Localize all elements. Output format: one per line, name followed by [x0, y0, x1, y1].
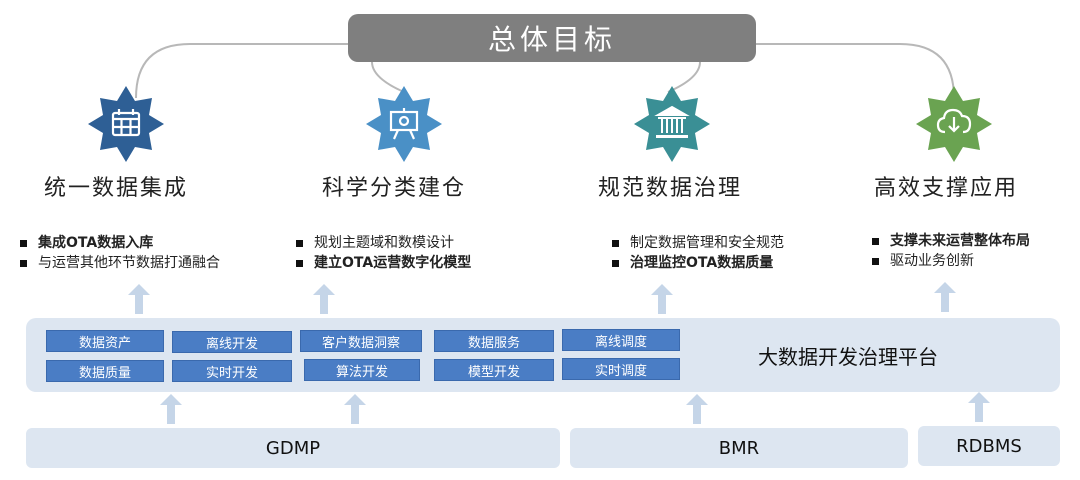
base-rdbms: RDBMS — [918, 426, 1060, 466]
goal-title: 总体目标 — [348, 14, 756, 62]
module-data-assets: 数据资产 — [46, 330, 164, 352]
module-realtime-dev: 实时开发 — [172, 360, 292, 382]
module-data-service: 数据服务 — [434, 330, 554, 352]
list-item: 支撑未来运营整体布局 — [872, 231, 1030, 251]
up-arrow-icon — [344, 394, 366, 424]
up-arrow-icon — [686, 394, 708, 424]
list-item: 与运营其他环节数据打通融合 — [20, 253, 220, 273]
up-arrow-icon — [651, 284, 673, 314]
pillar-3-badge — [634, 86, 710, 162]
pillar-1-title: 统一数据集成 — [44, 176, 189, 201]
pillar-4-bullets: 支撑未来运营整体布局 驱动业务创新 — [872, 231, 1030, 271]
pillar-2-badge — [366, 86, 442, 162]
up-arrow-icon — [313, 284, 335, 314]
up-arrow-icon — [968, 392, 990, 422]
pillar-4-title: 高效支撑应用 — [874, 176, 1019, 201]
module-data-quality: 数据质量 — [46, 360, 164, 382]
up-arrow-icon — [128, 284, 150, 314]
list-item: 建立OTA运营数字化模型 — [296, 253, 471, 273]
module-algorithm-dev: 算法开发 — [304, 359, 420, 381]
list-item: 治理监控OTA数据质量 — [612, 253, 784, 273]
list-item: 制定数据管理和安全规范 — [612, 233, 784, 253]
calendar-icon — [111, 109, 141, 137]
cloud-download-icon — [936, 108, 972, 134]
platform-name: 大数据开发治理平台 — [758, 345, 938, 369]
presentation-board-icon — [389, 108, 419, 140]
module-offline-dev: 离线开发 — [172, 331, 292, 353]
base-bmr: BMR — [570, 428, 908, 468]
up-arrow-icon — [934, 282, 956, 312]
pillar-4-badge — [916, 86, 992, 162]
list-item: 驱动业务创新 — [872, 251, 1030, 271]
pillar-1-badge — [88, 86, 164, 162]
module-offline-schedule: 离线调度 — [562, 329, 680, 351]
pillar-3-bullets: 制定数据管理和安全规范 治理监控OTA数据质量 — [612, 233, 784, 273]
module-realtime-schedule: 实时调度 — [562, 358, 680, 380]
list-item: 规划主题域和数模设计 — [296, 233, 471, 253]
pillar-1-bullets: 集成OTA数据入库 与运营其他环节数据打通融合 — [20, 233, 220, 273]
module-model-dev: 模型开发 — [434, 359, 554, 381]
institution-icon — [654, 105, 690, 138]
base-gdmp: GDMP — [26, 428, 560, 468]
module-customer-insight: 客户数据洞察 — [300, 330, 422, 352]
pillar-3-title: 规范数据治理 — [598, 176, 743, 201]
up-arrow-icon — [160, 394, 182, 424]
list-item: 集成OTA数据入库 — [20, 233, 220, 253]
pillar-2-title: 科学分类建仓 — [322, 176, 467, 201]
pillar-2-bullets: 规划主题域和数模设计 建立OTA运营数字化模型 — [296, 233, 471, 273]
